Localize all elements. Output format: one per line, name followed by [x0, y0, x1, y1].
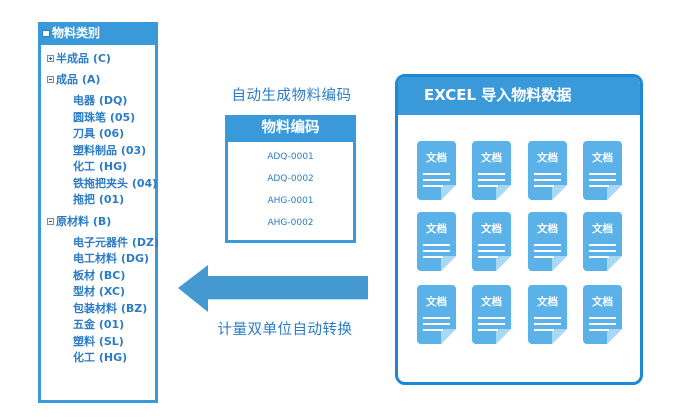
document-label: 文档	[592, 152, 613, 164]
tree-item[interactable]: 电子元器件 (DZ)	[73, 235, 159, 249]
tree-item[interactable]: 包装材料 (BZ)	[73, 301, 148, 315]
tree-title: 物料类别	[52, 26, 101, 40]
tree-item[interactable]: 塑料制品 (03)	[73, 143, 147, 157]
arrow-left-icon	[178, 265, 368, 312]
tree-group-1[interactable]: 成品 (A)	[47, 71, 155, 88]
collapse-icon[interactable]	[42, 30, 50, 37]
tree-item[interactable]: 拖把 (01)	[73, 193, 125, 206]
tree-group-label: 半成品 (C)	[56, 52, 111, 65]
document-icon[interactable]: 文档	[583, 212, 622, 271]
document-icon[interactable]: 文档	[417, 285, 456, 344]
document-label: 文档	[481, 223, 502, 235]
tree-item[interactable]: 电工材料 (DG)	[73, 252, 150, 265]
material-code-item: AHG-0001	[267, 196, 314, 206]
unit-conversion-label: 计量双单位自动转换	[217, 322, 353, 338]
material-code-item: ADQ-0002	[267, 174, 314, 184]
document-icon[interactable]: 文档	[472, 212, 511, 271]
tree-item[interactable]: 电器 (DQ)	[73, 94, 128, 107]
material-code-item: AHG-0002	[267, 218, 314, 228]
tree-group-2[interactable]: 原材料 (B)	[47, 213, 155, 230]
tree-item[interactable]: 型材 (XC)	[73, 285, 126, 298]
document-label: 文档	[426, 152, 447, 164]
document-icon[interactable]: 文档	[472, 285, 511, 344]
tree-body: 半成品 (C) 成品 (A) 电器 (DQ) 圆珠笔 (05) 刀具 (06) 塑料制品 …	[47, 50, 159, 367]
collapse-icon[interactable]	[47, 76, 54, 83]
tree-item[interactable]: 板材 (BC)	[73, 268, 126, 282]
document-label: 文档	[481, 296, 502, 308]
category-tree-panel: 物料类别 半成品 (C) 成品 (A) 电器 (DQ) 圆珠笔 (05) 刀具 (06)…	[38, 22, 159, 403]
material-code-item: ADQ-0001	[267, 152, 314, 162]
document-label: 文档	[537, 152, 558, 164]
document-label: 文档	[592, 223, 613, 235]
tree-group-label: 原材料 (B)	[56, 214, 112, 228]
expand-icon[interactable]	[47, 55, 54, 62]
document-label: 文档	[426, 223, 447, 235]
excel-import-title: EXCEL 导入物料数据	[398, 77, 640, 115]
auto-code-caption: 自动生成物料编码	[231, 88, 352, 104]
document-label: 文档	[426, 296, 447, 308]
document-label: 文档	[537, 296, 558, 308]
document-icon[interactable]: 文档	[472, 141, 511, 200]
tree-item[interactable]: 化工 (HG)	[73, 351, 128, 364]
tree-item[interactable]: 铁拖把夹头 (04)	[73, 176, 158, 190]
tree-item[interactable]: 五金 (01)	[73, 318, 125, 331]
document-icon[interactable]: 文档	[583, 285, 622, 344]
material-code-header: 物料编码	[261, 120, 320, 136]
tree-item[interactable]: 刀具 (06)	[73, 127, 125, 140]
collapse-icon[interactable]	[47, 217, 54, 225]
tree-header[interactable]: 物料类别	[38, 22, 158, 45]
document-label: 文档	[592, 296, 613, 308]
tree-item[interactable]: 圆珠笔 (05)	[73, 110, 136, 124]
tree-group-0[interactable]: 半成品 (C)	[47, 50, 155, 67]
document-icon[interactable]: 文档	[528, 141, 567, 200]
document-icon[interactable]: 文档	[528, 285, 567, 344]
document-icon[interactable]: 文档	[417, 212, 456, 271]
document-label: 文档	[537, 223, 558, 235]
document-label: 文档	[481, 152, 502, 164]
tree-item[interactable]: 化工 (HG)	[73, 160, 128, 173]
document-icon[interactable]: 文档	[583, 141, 622, 200]
excel-import-panel: EXCEL 导入物料数据 文档文档文档文档文档文档文档文档文档文档文档文档	[395, 74, 643, 385]
document-icon[interactable]: 文档	[417, 141, 456, 200]
document-icon[interactable]: 文档	[528, 212, 567, 271]
tree-group-label: 成品 (A)	[56, 73, 101, 86]
tree-item[interactable]: 塑料 (SL)	[73, 334, 124, 348]
